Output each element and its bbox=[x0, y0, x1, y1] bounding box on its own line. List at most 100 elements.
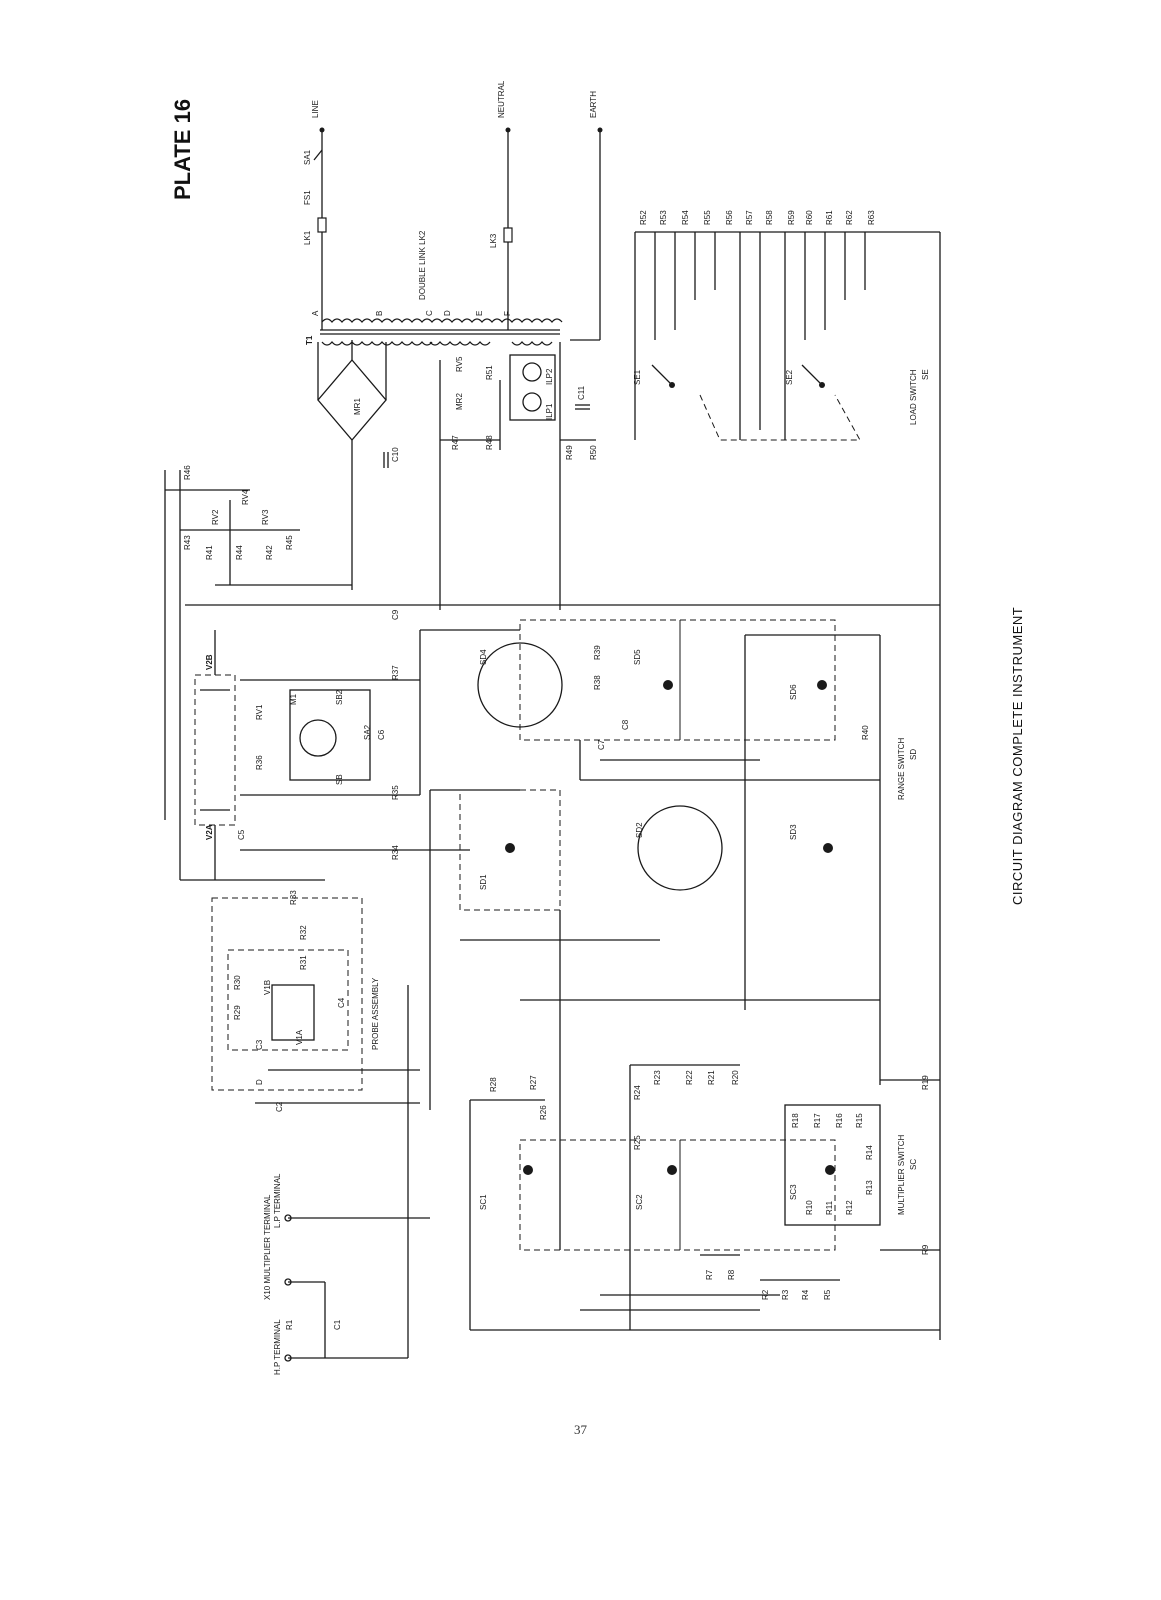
sb2-label: SB2 bbox=[335, 689, 344, 705]
r28-label: R28 bbox=[489, 1077, 498, 1092]
sd6-label: SD6 bbox=[789, 684, 798, 700]
c2-label: C2 bbox=[275, 1101, 284, 1112]
r5-label: R5 bbox=[823, 1289, 832, 1300]
sd3-label: SD3 bbox=[789, 824, 798, 840]
se1-label: SE1 bbox=[633, 369, 642, 385]
r40-label: R40 bbox=[861, 725, 870, 740]
ilp2-label: ILP2 bbox=[545, 368, 554, 385]
sc2-label: SC2 bbox=[635, 1194, 644, 1210]
r35-label: R35 bbox=[391, 785, 400, 800]
c11-label: C11 bbox=[577, 385, 586, 400]
r12-label: R12 bbox=[845, 1200, 854, 1215]
r52-label: R52 bbox=[639, 210, 648, 225]
tap-e: E bbox=[475, 311, 484, 316]
bridge-rectifier-mr1 bbox=[317, 340, 387, 590]
r36-label: R36 bbox=[255, 755, 264, 770]
se2-label: SE2 bbox=[785, 369, 794, 385]
r58-label: R58 bbox=[765, 210, 774, 225]
lp-terminal-label: L.P TERMINAL bbox=[273, 1173, 282, 1228]
sd5-label: SD5 bbox=[633, 649, 642, 665]
load-resistor-labels: R52 R53 R54 R55 R56 R57 R58 R59 R60 R61 … bbox=[639, 210, 876, 225]
load-switch-decks bbox=[651, 364, 861, 441]
sc1-label: SC1 bbox=[479, 1194, 488, 1210]
r18-label: R18 bbox=[791, 1113, 800, 1128]
r11-label: R11 bbox=[825, 1200, 834, 1215]
r19-label: R19 bbox=[921, 1075, 930, 1090]
r30-label: R30 bbox=[233, 975, 242, 990]
r31-label: R31 bbox=[299, 955, 308, 970]
r29-label: R29 bbox=[233, 1005, 242, 1020]
r46-label: R46 bbox=[183, 465, 192, 480]
r27-label: R27 bbox=[529, 1075, 538, 1090]
t1-label: T1 bbox=[305, 335, 314, 345]
line-terminal-label: LINE bbox=[311, 100, 320, 118]
mr1-label: MR1 bbox=[353, 398, 362, 415]
r16-label: R16 bbox=[835, 1113, 844, 1128]
r61-label: R61 bbox=[825, 210, 834, 225]
load-switch-resistor-chain bbox=[634, 231, 941, 1340]
r45-label: R45 bbox=[285, 535, 294, 550]
load-switch-code: SE bbox=[921, 369, 930, 380]
sd2-label: SD2 bbox=[635, 822, 644, 838]
r37-label: R37 bbox=[391, 665, 400, 680]
hp-terminal-label: H.P TERMINAL bbox=[273, 1319, 282, 1375]
r47-label: R47 bbox=[451, 435, 460, 450]
r48-label: R48 bbox=[485, 435, 494, 450]
r44-label: R44 bbox=[235, 545, 244, 560]
r10-label: R10 bbox=[805, 1200, 814, 1215]
neutral-terminal-label: NEUTRAL bbox=[497, 80, 506, 118]
multiplier-switch-code: SC bbox=[909, 1159, 918, 1170]
r13-label: R13 bbox=[865, 1180, 874, 1195]
r24-label: R24 bbox=[633, 1085, 642, 1100]
rv5-label: RV5 bbox=[455, 356, 464, 372]
r54-label: R54 bbox=[681, 210, 690, 225]
r7-label: R7 bbox=[705, 1269, 714, 1280]
r42-label: R42 bbox=[265, 545, 274, 560]
r49-label: R49 bbox=[565, 445, 574, 460]
lk3-label: LK3 bbox=[489, 233, 498, 248]
range-switch-label: RANGE SWITCH bbox=[897, 738, 906, 800]
meter-wiring bbox=[179, 470, 520, 881]
tap-b: B bbox=[375, 311, 384, 316]
mains-input bbox=[313, 127, 603, 341]
sa1-label: SA1 bbox=[303, 149, 312, 165]
r51-label: R51 bbox=[485, 365, 494, 380]
multiplier-wiring bbox=[469, 1064, 940, 1331]
meter-m1 bbox=[289, 689, 371, 781]
earth-terminal-label: EARTH bbox=[589, 91, 598, 118]
r17-label: R17 bbox=[813, 1113, 822, 1128]
r32-label: R32 bbox=[299, 925, 308, 940]
r20-label: R20 bbox=[731, 1070, 740, 1085]
page-number: 37 bbox=[574, 1422, 587, 1437]
r60-label: R60 bbox=[805, 210, 814, 225]
multiplier-deck-labels: SC1 SC2 SC3 bbox=[479, 1184, 798, 1210]
lk1-label: LK1 bbox=[303, 230, 312, 245]
r38-label: R38 bbox=[593, 675, 602, 690]
rv2-label: RV2 bbox=[211, 509, 220, 525]
c7-label: C7 bbox=[597, 739, 606, 750]
sd1-label: SD1 bbox=[479, 874, 488, 890]
mr2-label: MR2 bbox=[455, 393, 464, 410]
c3-label: C3 bbox=[255, 1039, 264, 1050]
rv3-label: RV3 bbox=[261, 509, 270, 525]
r14-label: R14 bbox=[865, 1145, 874, 1160]
c8-label: C8 bbox=[621, 719, 630, 730]
r55-label: R55 bbox=[703, 210, 712, 225]
v1b-label: V1B bbox=[263, 980, 272, 995]
v2b-label: V2B bbox=[205, 654, 214, 670]
c4-label: C4 bbox=[337, 997, 346, 1008]
probe-assembly-label: PROBE ASSEMBLY bbox=[371, 977, 380, 1050]
load-switch-label: LOAD SWITCH bbox=[909, 369, 918, 425]
probe-node-d: D bbox=[255, 1079, 264, 1085]
ilp1-label: ILP1 bbox=[545, 403, 554, 420]
r34-label: R34 bbox=[391, 845, 400, 860]
transformer-t1 bbox=[320, 318, 563, 346]
r50-label: R50 bbox=[589, 445, 598, 460]
sa2-label: SA2 bbox=[363, 724, 372, 740]
fs1-label: FS1 bbox=[303, 190, 312, 205]
r43-label: R43 bbox=[183, 535, 192, 550]
lk2-label: DOUBLE LINK LK2 bbox=[418, 230, 427, 300]
r4-label: R4 bbox=[801, 1289, 810, 1300]
sd4-label: SD4 bbox=[479, 649, 488, 665]
hv-supply bbox=[439, 342, 596, 610]
